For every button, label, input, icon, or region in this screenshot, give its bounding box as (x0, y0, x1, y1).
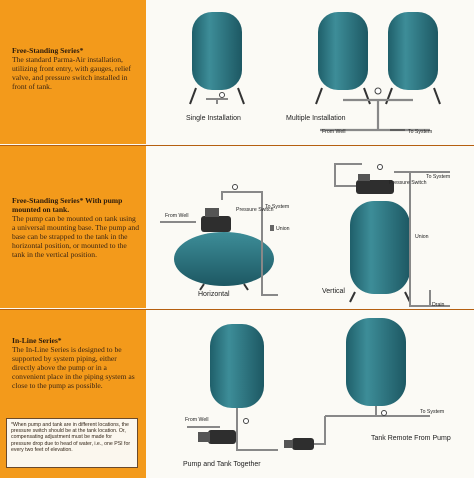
horizontal-diagram (160, 184, 278, 296)
tank-legs (199, 283, 249, 291)
tank-legs (315, 87, 441, 105)
gauge-icon (374, 87, 382, 95)
pipe (312, 406, 430, 445)
label-pressure-switch: Pressure Switch (236, 207, 274, 213)
tank-legs (189, 87, 245, 105)
pump (292, 438, 314, 450)
pipe (160, 191, 278, 296)
caption-vertical: Vertical (322, 288, 345, 295)
label-to-system: To System (408, 129, 432, 135)
label-to-system: To System (426, 174, 450, 180)
gauge-icon (232, 184, 238, 190)
caption-multiple-installation: Multiple Installation (286, 115, 346, 122)
tank-remote-from-pump-diagram (284, 318, 430, 450)
section-pump-mounted: Free-Standing Series* With pump mounted … (12, 196, 140, 259)
pipe (206, 98, 228, 104)
section-free-standing: Free-Standing Series* The standard Parma… (12, 46, 140, 91)
section-title: In-Line Series* (12, 336, 62, 345)
section-body: The pump can be mounted on tank using a … (12, 214, 140, 259)
pump-motor (205, 208, 219, 217)
pipe (236, 408, 246, 451)
caption-pump-and-tank-together: Pump and Tank Together (183, 461, 261, 468)
panel-divider (0, 145, 474, 146)
caption-single-installation: Single Installation (186, 115, 241, 122)
tank (388, 12, 438, 90)
pump (208, 430, 236, 444)
label-from-well: From Well (322, 129, 346, 135)
tank (346, 318, 406, 406)
pump-motor (198, 432, 210, 442)
section-title: Free-Standing Series* (12, 46, 84, 55)
section-body: The standard Parma-Air installation, uti… (12, 55, 132, 91)
gauge-icon (243, 418, 249, 424)
multiple-installation-diagram (315, 12, 441, 132)
panel-divider (0, 309, 474, 310)
gauge-icon (377, 164, 383, 170)
label-drain: Drain (432, 302, 445, 308)
footnote-text: *When pump and tank are in different loc… (11, 422, 131, 453)
single-installation-diagram (189, 12, 245, 105)
caption-tank-remote-from-pump: Tank Remote From Pump (371, 435, 451, 442)
label-to-system: To System (265, 204, 289, 210)
gauge-icon (381, 410, 387, 416)
tank (350, 201, 410, 294)
section-title: Free-Standing Series* With pump mounted … (12, 196, 123, 214)
section-body: The In-Line Series is designed to be sup… (12, 345, 135, 390)
footnote-box: *When pump and tank are in different loc… (6, 418, 138, 468)
orange-sidebar (0, 0, 146, 478)
pipe (334, 163, 450, 307)
label-union: Union (276, 226, 290, 232)
tank (210, 324, 264, 408)
label-union: Union (415, 234, 429, 240)
tank (192, 12, 242, 90)
pump-motor (358, 174, 370, 181)
gauge-icon (219, 92, 225, 98)
label-pressure-switch: Pressure Switch (389, 180, 427, 186)
vertical-diagram (334, 163, 450, 307)
tank (174, 232, 274, 286)
pump (201, 216, 231, 232)
tank (318, 12, 368, 90)
caption-horizontal: Horizontal (198, 291, 230, 298)
pipe (187, 426, 278, 451)
pump-motor (284, 440, 293, 448)
union (270, 225, 274, 231)
pipe (320, 98, 430, 132)
label-from-well: From Well (165, 213, 189, 219)
section-in-line: In-Line Series* The In-Line Series is de… (12, 336, 140, 390)
label-from-well: From Well (185, 417, 209, 423)
pump (356, 180, 394, 194)
label-to-system: To System (420, 409, 444, 415)
pump-and-tank-together-diagram (187, 324, 278, 451)
